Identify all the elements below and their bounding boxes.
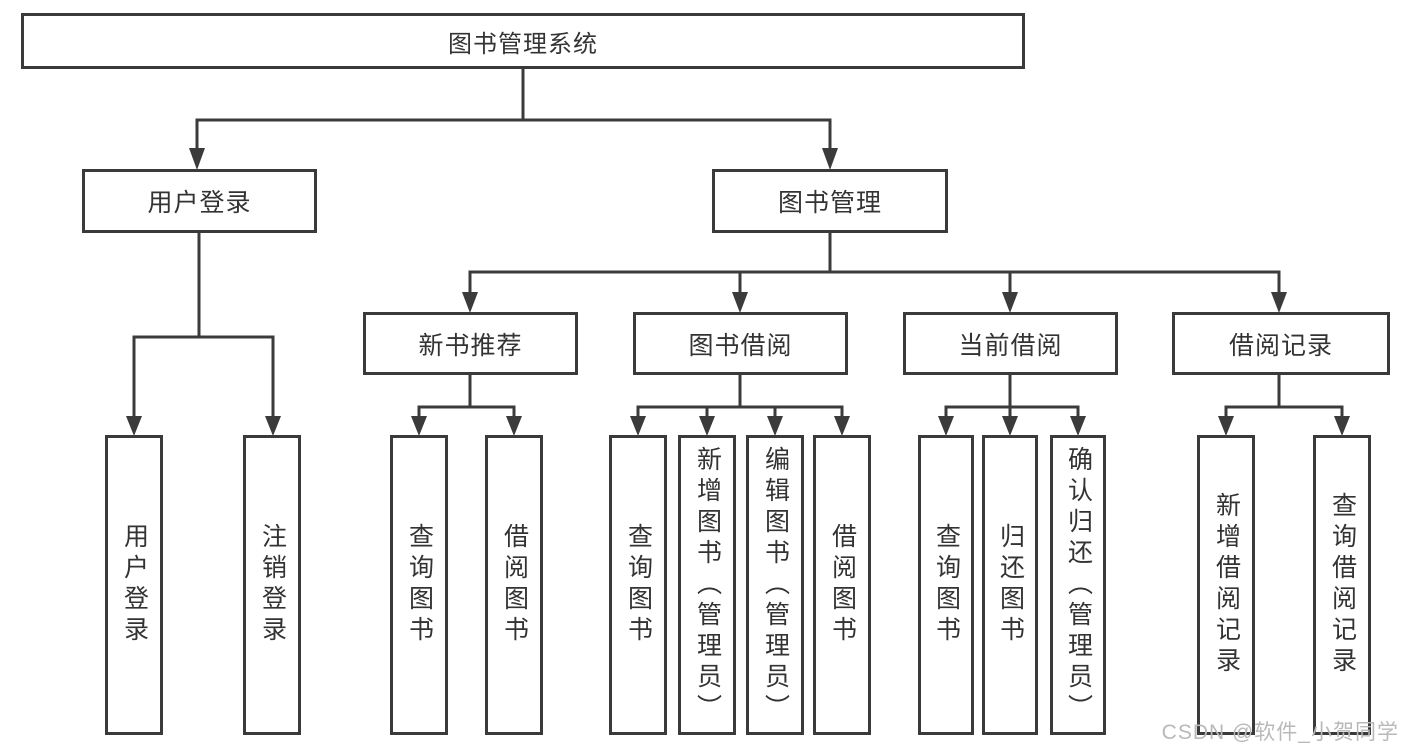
leaf-label: 确认归还（管理员）: [1064, 445, 1093, 725]
node-book-management: 图书管理: [712, 169, 948, 233]
node-label: 借阅记录: [1228, 331, 1333, 360]
leaf-query-books-2: 查询图书: [609, 435, 667, 735]
leaf-borrow-books: 借阅图书: [485, 435, 543, 735]
leaf-borrow-books-2: 借阅图书: [813, 435, 871, 735]
node-label: 用户登录: [147, 189, 252, 217]
leaf-label: 借阅图书: [500, 523, 529, 647]
node-label: 新书推荐: [418, 331, 523, 360]
leaf-label: 查询借阅记录: [1328, 492, 1357, 678]
leaf-query-books-3: 查询图书: [918, 435, 974, 735]
node-user-login: 用户登录: [82, 169, 317, 233]
leaf-label: 新增图书（管理员）: [693, 445, 722, 725]
leaf-query-books: 查询图书: [390, 435, 448, 735]
leaf-label: 查询图书: [405, 523, 434, 647]
node-label: 图书管理: [777, 189, 882, 217]
leaf-logout-login: 注销登录: [243, 435, 301, 735]
leaf-label: 归还图书: [996, 523, 1025, 647]
node-label: 图书管理系统: [448, 30, 598, 58]
leaf-query-borrowing-record: 查询借阅记录: [1313, 435, 1371, 735]
leaf-label: 查询图书: [932, 523, 961, 647]
leaf-label: 编辑图书（管理员）: [761, 445, 790, 725]
leaf-label: 用户登录: [120, 523, 149, 647]
leaf-add-books-admin: 新增图书（管理员）: [678, 435, 736, 735]
leaf-label: 借阅图书: [828, 523, 857, 647]
node-label: 当前借阅: [958, 331, 1063, 360]
node-current-borrowing: 当前借阅: [903, 312, 1118, 375]
leaf-label: 新增借阅记录: [1212, 492, 1241, 678]
leaf-label: 查询图书: [624, 523, 653, 647]
node-library-management-system: 图书管理系统: [21, 13, 1025, 69]
leaf-return-books: 归还图书: [982, 435, 1038, 735]
leaf-user-login: 用户登录: [105, 435, 163, 735]
node-book-borrowing: 图书借阅: [633, 312, 848, 375]
node-label: 图书借阅: [688, 331, 793, 360]
node-new-book-recommendation: 新书推荐: [363, 312, 578, 375]
leaf-add-borrowing-record: 新增借阅记录: [1197, 435, 1255, 735]
leaf-confirm-return-admin: 确认归还（管理员）: [1050, 435, 1106, 735]
leaf-edit-books-admin: 编辑图书（管理员）: [746, 435, 804, 735]
node-borrowing-records: 借阅记录: [1172, 312, 1390, 375]
leaf-label: 注销登录: [258, 523, 287, 647]
csdn-watermark: CSDN @软件_小贺同学: [1161, 721, 1399, 744]
